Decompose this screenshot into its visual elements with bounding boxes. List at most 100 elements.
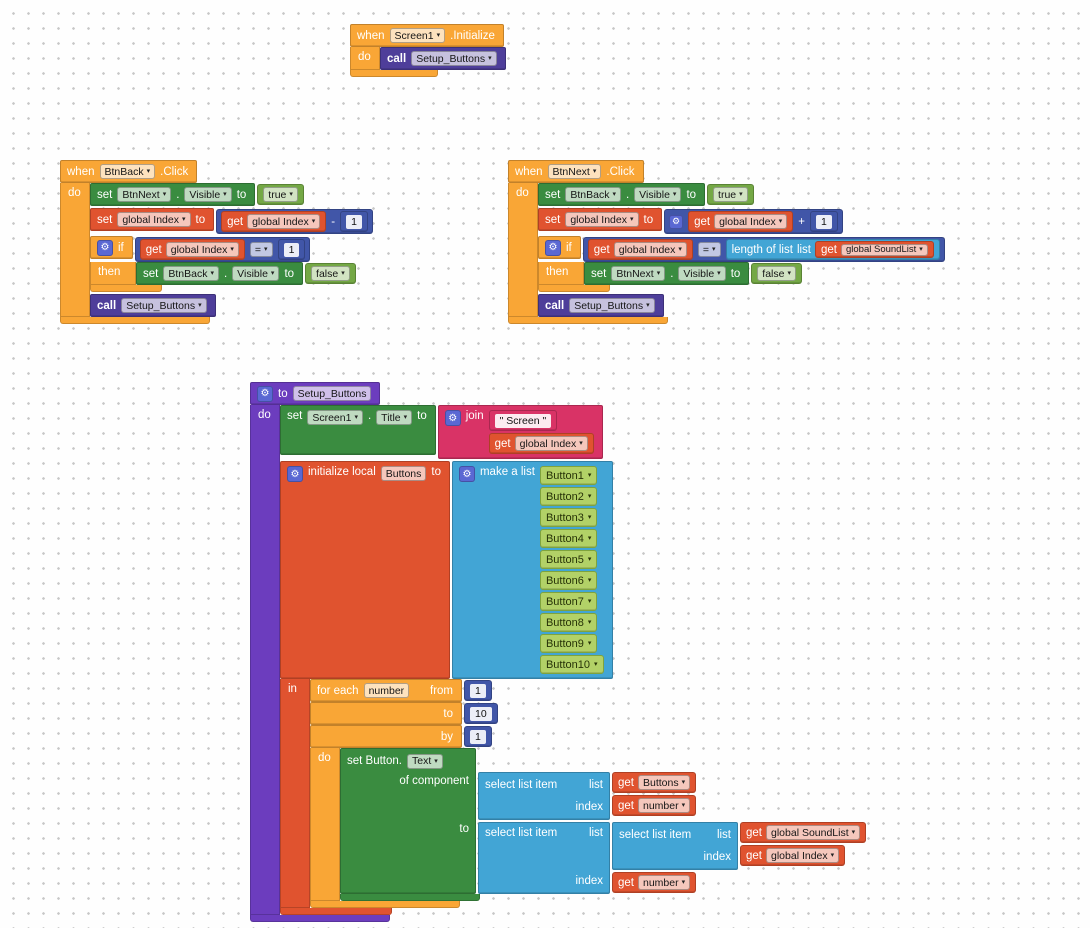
set-global-index-block[interactable]: set global Index▾ to xyxy=(90,208,215,231)
component-block-button5[interactable]: Button5▾ xyxy=(539,550,598,569)
component-block-button2[interactable]: Button2▾ xyxy=(539,487,598,506)
btnnext-dropdown[interactable]: BtnNext▾ xyxy=(117,187,172,202)
number-block[interactable]: 1 xyxy=(277,239,306,260)
global-index-dropdown[interactable]: global Index▾ xyxy=(165,242,239,257)
global-index-dropdown[interactable]: global Index▾ xyxy=(766,848,840,863)
component-block-button9[interactable]: Button9▾ xyxy=(539,634,598,653)
get-global-soundlist-block[interactable]: get global SoundList▾ xyxy=(740,822,867,843)
global-index-dropdown[interactable]: global Index▾ xyxy=(613,242,687,257)
component-block-button7[interactable]: Button7▾ xyxy=(539,592,598,611)
global-index-dropdown[interactable]: global Index▾ xyxy=(117,212,191,227)
get-global-index-block[interactable]: get global Index▾ xyxy=(740,845,846,866)
length-of-list-block[interactable]: length of list list get global SoundList… xyxy=(725,239,940,260)
global-index-dropdown[interactable]: global Index▾ xyxy=(565,212,639,227)
get-global-soundlist-block[interactable]: get global SoundList▾ xyxy=(815,241,934,258)
get-global-index-block[interactable]: get global Index▾ xyxy=(139,239,245,260)
set-global-index-block[interactable]: set global Index▾ to xyxy=(538,208,663,231)
when-btnback-click-block[interactable]: when BtnBack▾ .Click do set BtnNext▾ . V… xyxy=(60,160,373,324)
number-block[interactable]: 1 xyxy=(340,211,368,232)
set-btnnext-visible-block[interactable]: set BtnNext▾ . Visible▾ to xyxy=(90,183,256,206)
number-field[interactable]: 1 xyxy=(283,242,300,257)
math-equals-block[interactable]: get global Index▾ =▾ 1 xyxy=(134,237,311,262)
initialize-local-block[interactable]: ⚙ initialize local Buttons to ⚙ make a l… xyxy=(280,461,867,915)
btnback-dropdown[interactable]: BtnBack▾ xyxy=(565,187,621,202)
mutator-gear-icon[interactable]: ⚙ xyxy=(97,239,113,256)
number-field[interactable]: 1 xyxy=(470,729,486,744)
number-dropdown[interactable]: number▾ xyxy=(638,798,691,813)
number-block[interactable]: 1 xyxy=(464,680,492,701)
component-block-button6[interactable]: Button6▾ xyxy=(539,571,598,590)
string-field[interactable]: " Screen " xyxy=(494,413,552,428)
number-field[interactable]: 1 xyxy=(470,683,486,698)
set-button-text-block[interactable]: set Button. Text▾ of component to xyxy=(340,748,476,894)
equals-dropdown[interactable]: =▾ xyxy=(249,242,273,257)
set-btnback-visible-block[interactable]: set BtnBack▾ . Visible▾ to xyxy=(538,183,706,206)
title-dropdown[interactable]: Title▾ xyxy=(376,410,413,425)
procedure-dropdown[interactable]: Setup_Buttons▾ xyxy=(121,298,207,313)
event-header-screen1-initialize[interactable]: when Screen1▾ .Initialize xyxy=(350,24,504,47)
true-dropdown[interactable]: true▾ xyxy=(713,187,748,202)
if-block[interactable]: ⚙ if get global Index▾ =▾ 1 xyxy=(90,236,356,292)
visible-dropdown[interactable]: Visible▾ xyxy=(232,266,280,281)
select-list-item-body[interactable]: select list item list index xyxy=(478,772,610,820)
mutator-gear-icon[interactable]: ⚙ xyxy=(444,410,461,426)
procedure-header[interactable]: ⚙ to Setup_Buttons xyxy=(250,382,381,405)
select-list-item-block[interactable]: select list item list index xyxy=(478,822,867,894)
get-global-index-block[interactable]: get global Index▾ xyxy=(688,211,794,232)
equals-dropdown[interactable]: =▾ xyxy=(697,242,721,257)
text-prop-dropdown[interactable]: Text▾ xyxy=(406,753,443,769)
global-index-dropdown[interactable]: global Index▾ xyxy=(247,214,321,229)
buttons-dropdown[interactable]: Buttons▾ xyxy=(638,775,691,790)
for-each-by-socket[interactable]: by xyxy=(310,725,462,748)
global-index-dropdown[interactable]: global Index▾ xyxy=(514,436,588,451)
make-a-list-block[interactable]: ⚙ make a list Button1▾ Button2▾ Button3▾… xyxy=(451,461,613,679)
number-field[interactable]: 1 xyxy=(346,214,362,229)
logic-true-block[interactable]: true▾ xyxy=(257,184,304,205)
number-field[interactable]: 10 xyxy=(470,706,492,721)
math-add-block[interactable]: ⚙ get global Index▾ + 1 xyxy=(664,209,843,234)
select-list-item-block[interactable]: select list item list index xyxy=(612,822,867,870)
procedure-dropdown[interactable]: Setup_Buttons▾ xyxy=(411,51,497,66)
select-list-item-body[interactable]: select list item list index xyxy=(478,822,610,894)
math-equals-block[interactable]: get global Index▾ =▾ length of list list… xyxy=(582,237,945,262)
if-header[interactable]: ⚙ if xyxy=(90,236,133,259)
call-setup-buttons-block[interactable]: call Setup_Buttons▾ xyxy=(380,47,506,70)
procedure-name-field[interactable]: Setup_Buttons xyxy=(292,386,372,401)
visible-dropdown[interactable]: Visible▾ xyxy=(678,266,726,281)
procedure-setup-buttons-block[interactable]: ⚙ to Setup_Buttons do set Screen1▾ . Tit… xyxy=(250,382,867,922)
call-setup-buttons-block[interactable]: call Setup_Buttons▾ xyxy=(538,294,664,317)
number-block[interactable]: 1 xyxy=(464,726,492,747)
when-btnnext-click-block[interactable]: when BtnNext▾ .Click do set BtnBack▾ . V… xyxy=(508,160,945,324)
visible-dropdown[interactable]: Visible▾ xyxy=(634,187,682,202)
call-setup-buttons-block[interactable]: call Setup_Buttons▾ xyxy=(90,294,216,317)
logic-false-block[interactable]: false▾ xyxy=(305,263,356,284)
number-field[interactable]: 1 xyxy=(815,214,832,229)
btnback-dropdown[interactable]: BtnBack▾ xyxy=(163,266,219,281)
for-each-header[interactable]: for each number from xyxy=(310,679,462,702)
event-header-btnnext-click[interactable]: when BtnNext▾ .Click xyxy=(508,160,644,183)
join-block[interactable]: ⚙ join " Screen " get global Index▾ xyxy=(437,405,603,459)
global-soundlist-dropdown[interactable]: global SoundList▾ xyxy=(766,825,861,840)
screen1-dropdown[interactable]: Screen1▾ xyxy=(307,410,363,425)
select-list-item-body[interactable]: select list item list index xyxy=(612,822,738,870)
screen1-dropdown[interactable]: Screen1▾ xyxy=(389,28,446,43)
get-number-block[interactable]: get number▾ xyxy=(612,872,697,893)
component-block-button8[interactable]: Button8▾ xyxy=(539,613,598,632)
text-string-block[interactable]: " Screen " xyxy=(488,410,558,431)
mutator-gear-icon[interactable]: ⚙ xyxy=(669,214,684,229)
visible-dropdown[interactable]: Visible▾ xyxy=(184,187,232,202)
mutator-gear-icon[interactable]: ⚙ xyxy=(287,466,303,482)
component-block-button1[interactable]: Button1▾ xyxy=(539,466,598,485)
get-number-block[interactable]: get number▾ xyxy=(612,795,697,816)
global-soundlist-dropdown[interactable]: global SoundList▾ xyxy=(841,243,928,256)
when-screen1-initialize-block[interactable]: when Screen1▾ .Initialize do call Setup_… xyxy=(350,24,506,77)
btnnext-dropdown[interactable]: BtnNext▾ xyxy=(547,164,602,179)
if-header[interactable]: ⚙ if xyxy=(538,236,581,259)
for-each-block[interactable]: for each number from 1 to 10 xyxy=(310,679,867,908)
if-block[interactable]: ⚙ if get global Index▾ =▾ length of list xyxy=(538,236,945,292)
loop-var-field[interactable]: number xyxy=(363,683,410,698)
true-dropdown[interactable]: true▾ xyxy=(263,187,298,202)
btnback-dropdown[interactable]: BtnBack▾ xyxy=(99,164,156,179)
false-dropdown[interactable]: false▾ xyxy=(311,266,350,281)
